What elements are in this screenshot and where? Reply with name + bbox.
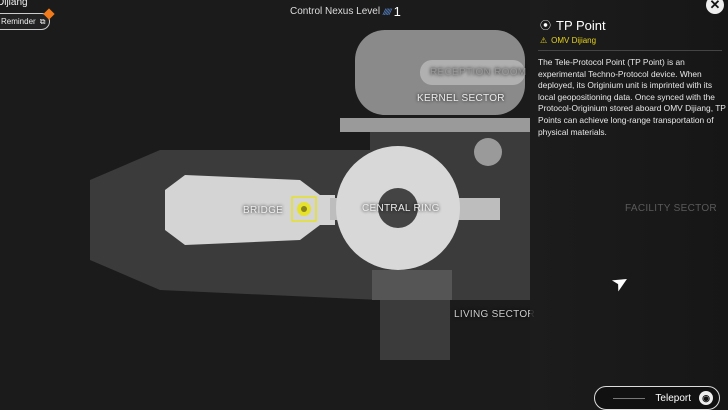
map-label-living: Living Sector [454,309,535,320]
decorative-line [613,398,645,399]
panel-description: The Tele-Protocol Point (TP Point) is an… [538,57,726,137]
tp-point-marker [291,196,317,222]
nexus-level: 1 [393,4,401,19]
map-label-facility: Facility Sector [625,203,717,214]
bridge-section [165,175,335,245]
reminder-label: Reminder [1,17,36,26]
info-panel: ✕ ⦿ TP Point ⚠OMV Dijiang The Tele-Protoc… [530,0,728,410]
reminder-icon: ⧉ [39,16,46,26]
location-title: Dijiang [0,0,28,8]
map-label-bridge: Bridge [243,205,284,216]
close-icon[interactable]: ✕ [706,0,724,14]
map-label-kernel: Kernel Sector [417,93,505,104]
teleport-button[interactable]: Teleport ◉ [594,386,720,410]
reminder-button[interactable]: Reminder⧉ [0,8,55,30]
tp-point-icon: ⦿ [540,20,551,32]
level-bars-icon: ///// [383,6,391,17]
map-label-reception: Reception Room [430,67,527,78]
map-label-central: Central Ring [362,203,440,214]
teleport-label: Teleport [655,392,691,404]
panel-subtitle: OMV Dijiang [551,36,597,45]
nexus-label: Control Nexus Level [290,6,381,17]
warning-icon: ⚠ [540,36,548,45]
panel-title: TP Point [556,17,606,33]
control-nexus-level: Control Nexus Level/////1 [290,4,401,19]
teleport-icon: ◉ [699,391,713,405]
divider [538,50,722,51]
